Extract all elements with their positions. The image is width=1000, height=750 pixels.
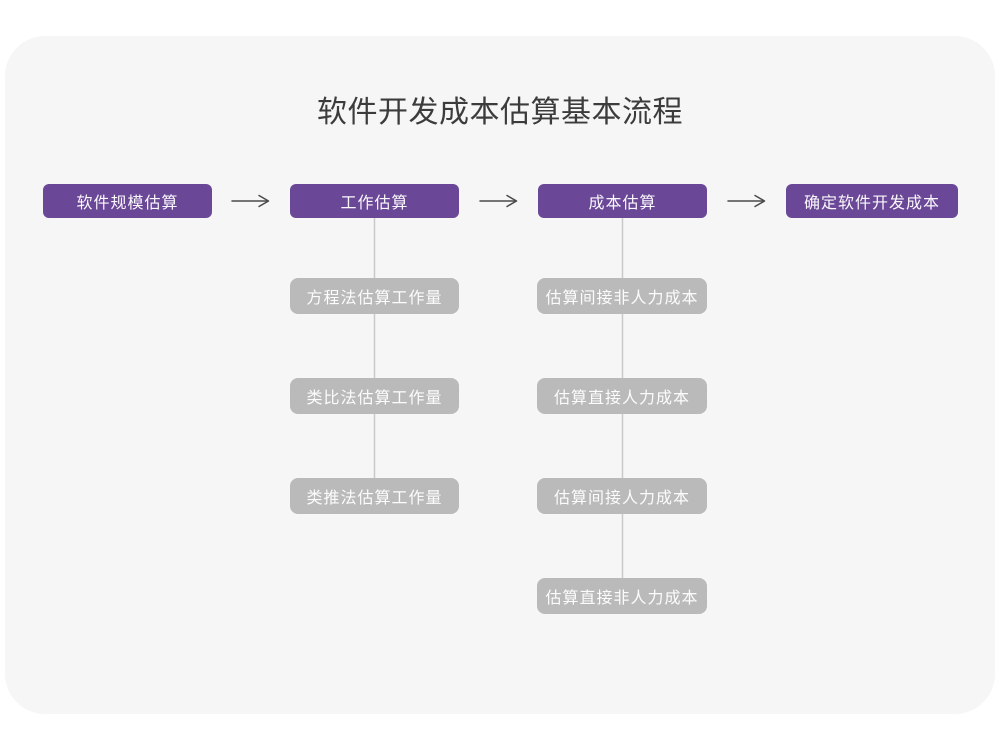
sub-box-direct-nonlabor-cost: 估算直接非人力成本 bbox=[537, 578, 707, 614]
stage-box-work-estimation: 工作估算 bbox=[290, 184, 459, 218]
sub-box-indirect-labor-cost: 估算间接人力成本 bbox=[537, 478, 707, 514]
sub-box-indirect-nonlabor-cost: 估算间接非人力成本 bbox=[537, 278, 707, 314]
sub-box-direct-labor-cost: 估算直接人力成本 bbox=[537, 378, 707, 414]
sub-box-equation-method: 方程法估算工作量 bbox=[290, 278, 459, 314]
stage-box-determine-development-cost: 确定软件开发成本 bbox=[786, 184, 958, 218]
sub-box-extrapolation-method: 类推法估算工作量 bbox=[290, 478, 459, 514]
sub-box-analogy-method: 类比法估算工作量 bbox=[290, 378, 459, 414]
stage-box-cost-estimation: 成本估算 bbox=[538, 184, 707, 218]
diagram-title: 软件开发成本估算基本流程 bbox=[317, 96, 683, 129]
diagram-panel bbox=[5, 36, 995, 714]
stage-box-software-scale-estimation: 软件规模估算 bbox=[43, 184, 212, 218]
